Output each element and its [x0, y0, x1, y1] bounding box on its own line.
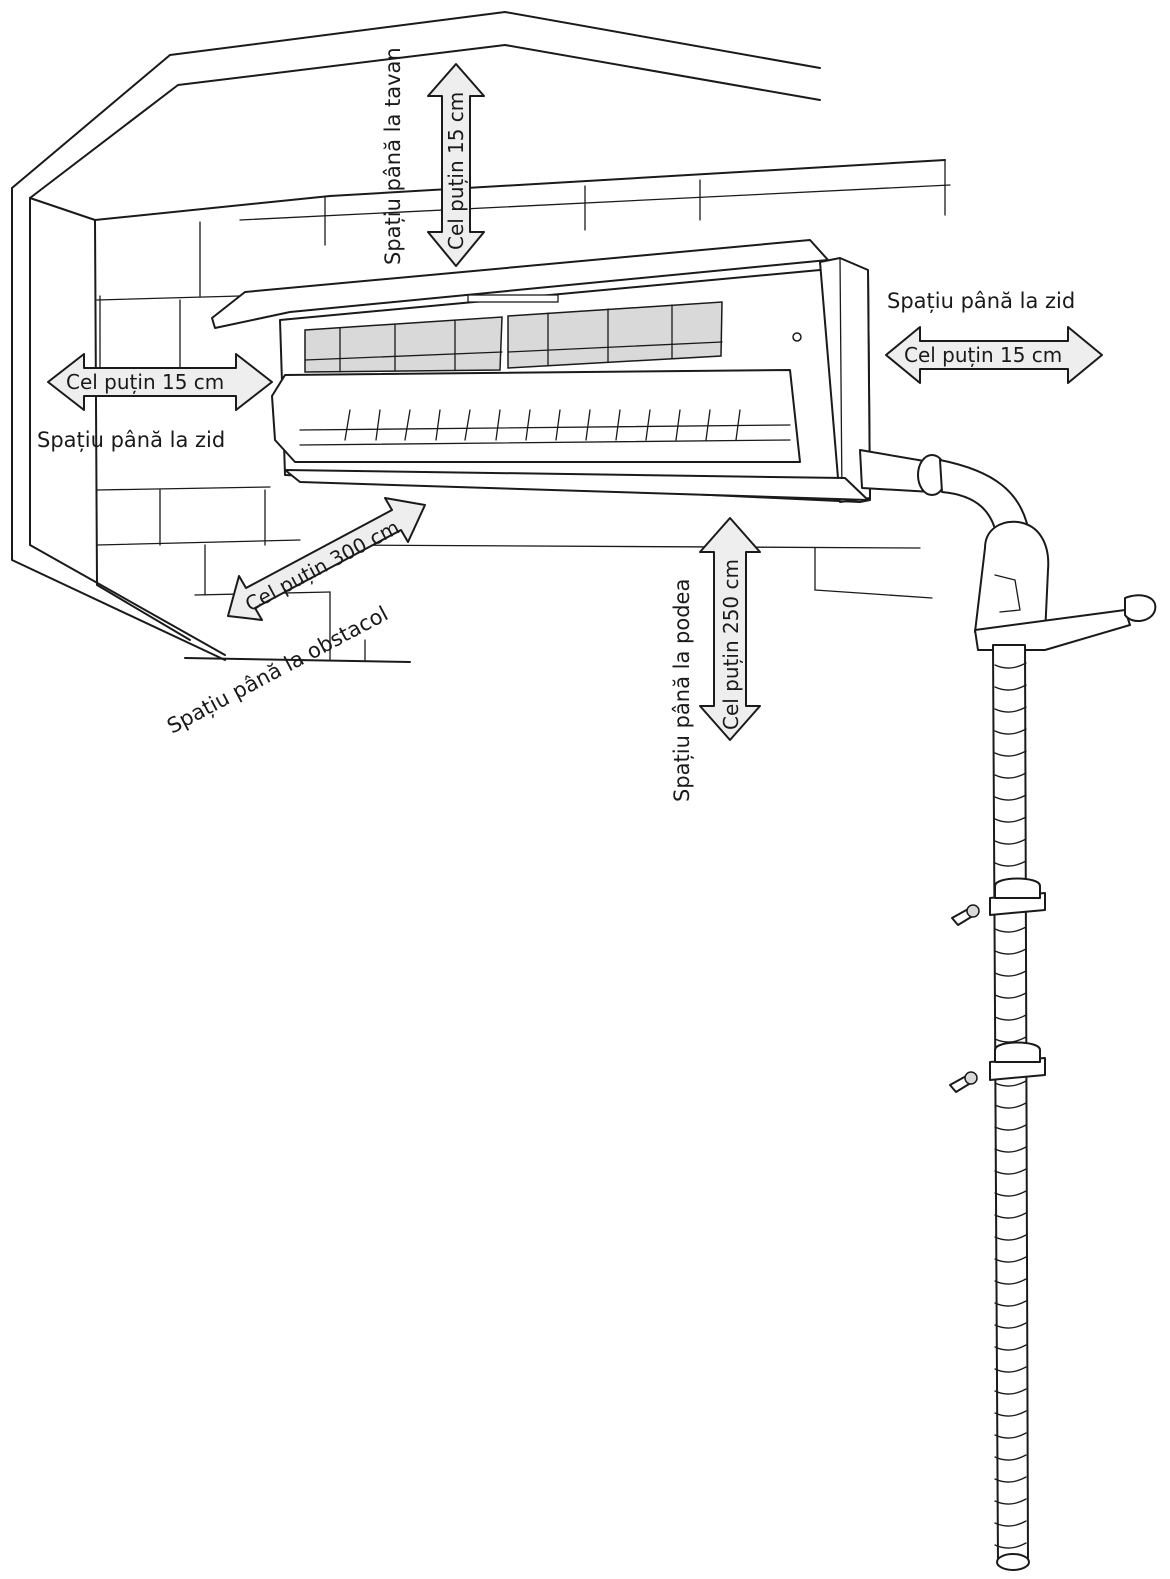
- pipe-wrap-stripe: [994, 860, 1027, 867]
- pipe-wrap-stripe: [994, 1498, 1027, 1505]
- arrow-floor-clearance: [699, 517, 761, 741]
- pipe-wrap-stripe: [994, 926, 1027, 933]
- floor-space-label: Spațiu până la podea: [670, 579, 694, 802]
- pipe-wrap-stripe: [994, 1278, 1027, 1285]
- pipe-clip-upper: [989, 877, 1046, 916]
- pipe-wrap-stripe: [994, 1256, 1027, 1263]
- refrigerant-pipe: [859, 449, 1157, 1571]
- wall-brick-line: [96, 539, 301, 546]
- air-louvers: [344, 409, 741, 441]
- ceiling-min-label: Cel puțin 15 cm: [444, 92, 468, 250]
- obstacle-space-label: Spațiu până la obstacol: [163, 602, 392, 739]
- pipe-wrap-stripe: [994, 728, 1027, 735]
- wall-brick-line: [239, 184, 951, 221]
- arrow-left-wall-clearance: [47, 353, 273, 411]
- pipe-wrap-stripe: [994, 992, 1027, 999]
- arrow-obstacle-clearance: [227, 497, 426, 621]
- wall-brick-line: [329, 544, 921, 549]
- pipe-wrap-stripe: [994, 970, 1027, 977]
- pipe-wrap-stripe: [994, 750, 1027, 757]
- ceiling-space-label: Spațiu până la tavan: [381, 47, 405, 265]
- pipe-wrap-stripe: [994, 1124, 1027, 1131]
- pipe-wrap-stripe: [994, 1146, 1027, 1153]
- arrow-ceiling-clearance: [427, 63, 485, 267]
- pipe-wrap-stripe: [994, 1014, 1027, 1021]
- pipe-wrap-stripe: [994, 1190, 1027, 1197]
- pipe-wrap-stripe: [994, 1454, 1027, 1461]
- pipe-wrap-stripe: [994, 816, 1027, 823]
- left-wall-space-label: Spațiu până la zid: [37, 428, 225, 452]
- right-wall-min-label: Cel puțin 15 cm: [904, 343, 1062, 367]
- pipe-wrap-stripe: [994, 948, 1027, 955]
- pipe-wrap-stripe: [994, 1366, 1027, 1373]
- pipe-wrap-stripe: [994, 1102, 1027, 1109]
- pipe-clip-lower: [989, 1041, 1046, 1081]
- indoor-ac-unit: [211, 239, 871, 503]
- left-wall-min-label: Cel puțin 15 cm: [66, 370, 224, 394]
- floor-min-label: Cel puțin 250 cm: [719, 559, 743, 730]
- right-wall-space-label: Spațiu până la zid: [887, 289, 1075, 313]
- pipe-wrap-stripe: [994, 772, 1027, 779]
- pipe-wrap-stripe: [994, 1388, 1027, 1395]
- air-filters: [304, 301, 723, 373]
- pipe-wrap-stripe: [994, 794, 1027, 801]
- pipe-wrap-stripe: [994, 838, 1027, 845]
- pipe-wrap-stripe: [994, 1168, 1027, 1175]
- pipe-wrap-stripe: [994, 1300, 1027, 1307]
- pipe-wrap-stripe: [994, 1344, 1027, 1351]
- pipe-wrap-stripe: [994, 1212, 1027, 1219]
- pipe-wrap-stripe: [994, 1476, 1027, 1483]
- room-walls: [11, 11, 951, 663]
- pipe-wrap-stripe: [994, 1322, 1027, 1329]
- pipe-wrap-stripe: [994, 1080, 1027, 1087]
- pipe-wrap-stripe: [994, 684, 1027, 691]
- pipe-wrap-stripe: [994, 1432, 1027, 1439]
- pipe-wrap-stripe: [994, 1520, 1027, 1527]
- wall-brick-line: [814, 589, 933, 599]
- pipe-wrap-stripe: [994, 1542, 1027, 1549]
- wall-brick-line: [96, 295, 241, 301]
- screw-icon: [951, 904, 980, 926]
- pipe-wrap-stripe: [994, 1410, 1027, 1417]
- pipe-wrap-stripe: [994, 662, 1027, 669]
- pipe-wrap-stripe: [994, 1234, 1027, 1241]
- screw-icon: [949, 1071, 978, 1093]
- wall-brick-line: [96, 486, 271, 491]
- arrow-right-wall-clearance: [885, 326, 1103, 384]
- pipe-wrap-stripe: [994, 706, 1027, 713]
